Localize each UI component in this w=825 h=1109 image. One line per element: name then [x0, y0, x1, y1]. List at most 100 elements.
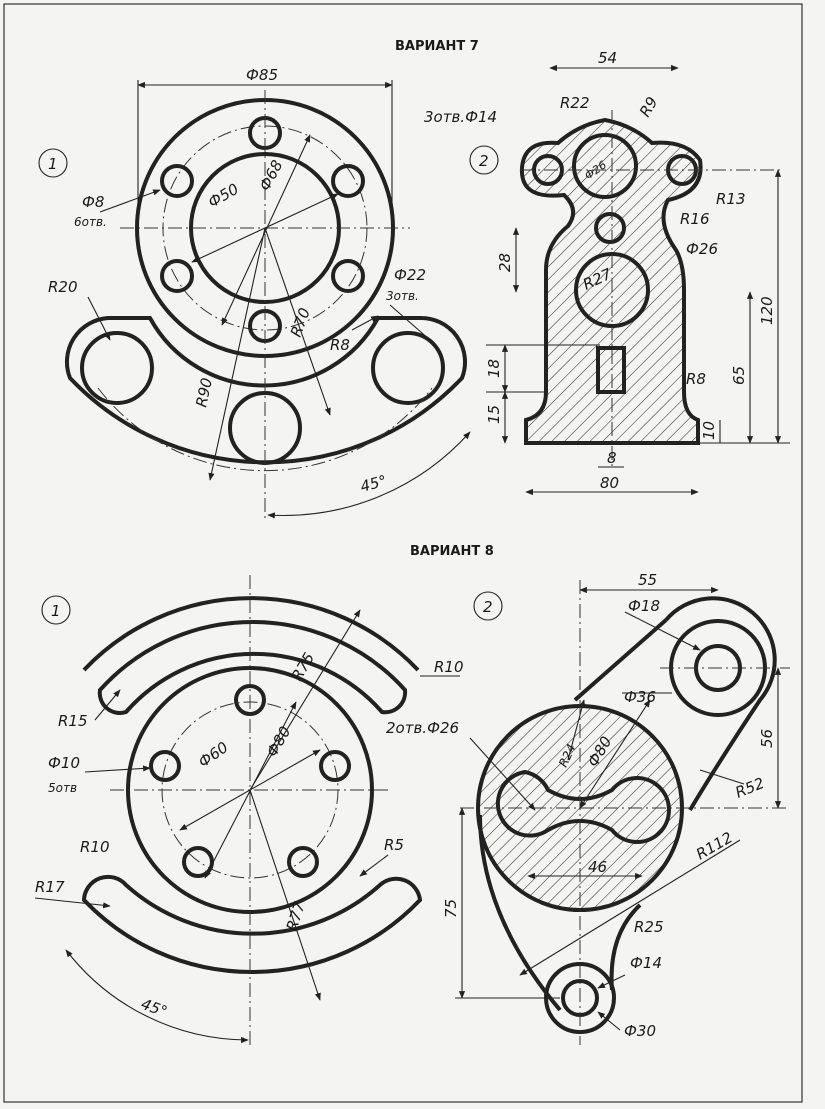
v7-part1-dim — [221, 134, 311, 326]
v8-part2-number-circle — [473, 591, 503, 621]
v8-p1-label: R10 — [80, 838, 110, 856]
v8-part2-dim — [567, 699, 586, 761]
v8-part1-upper-arc-outer — [82, 596, 420, 672]
variant7-title: ВАРИАНТ 7 — [395, 39, 479, 54]
v7-part1-hole — [331, 259, 365, 293]
v8-part1-upper-arc-slot — [97, 620, 408, 715]
v7-part1-number-circle — [38, 148, 68, 178]
v7-p2-label: R13 — [716, 190, 746, 208]
v8-part1-leader — [359, 854, 389, 877]
v7-p2-label: 120 — [758, 296, 776, 325]
v7-p1-label: R70 — [287, 305, 314, 339]
v8-part1-hole — [149, 750, 181, 782]
v7-part2-slot — [596, 346, 626, 394]
v7-part1-hole — [160, 259, 194, 293]
v7-part1-hole — [160, 164, 194, 198]
v7-p2-label: R22 — [560, 94, 590, 112]
v7-part1-base-outline — [64, 315, 468, 465]
v7-p2-label: 65 — [730, 366, 748, 385]
v7-part1-number: 1 — [48, 155, 58, 173]
v7-part1-leader — [389, 304, 431, 341]
v7-p1-label: Ф8 — [82, 193, 104, 211]
v8-part2-leader — [624, 611, 701, 651]
v8-part2-outline — [478, 596, 777, 1012]
v7-p1-label: 6отв. — [74, 215, 107, 229]
v8-p1-label: 5отв — [48, 781, 77, 795]
v8-p1-label: Ф60 — [195, 738, 232, 771]
v8-p1-label: 45° — [139, 995, 170, 1021]
v8-p2-label: Ф30 — [624, 1022, 656, 1040]
v8-p2-label: 2отв.Ф26 — [386, 719, 459, 737]
v8-part1-lower-arc-slot — [81, 874, 423, 974]
v7-p1-label: R20 — [48, 278, 78, 296]
v7-p2-label: Ф26 — [686, 240, 718, 258]
v7-part1-drawing: 1 Ф85 Ф8 6отв. Ф5 — [38, 66, 471, 520]
v7-part2-hole — [594, 212, 626, 244]
v8-part1-dim — [204, 701, 297, 879]
v7-part1-arc-centerline — [97, 387, 433, 472]
v8-p1-label: R15 — [58, 712, 88, 730]
v8-part1-angle-dim — [65, 949, 249, 1044]
v7-part2-number-circle — [469, 145, 499, 175]
v8-part2-leader — [699, 769, 745, 785]
v7-part2-number: 2 — [479, 152, 489, 170]
v8-part2-number: 2 — [483, 598, 493, 616]
v7-p1-label: Ф50 — [205, 180, 242, 212]
v8-p1-label: R10 — [434, 658, 464, 676]
v7-p2-label: R9 — [636, 94, 662, 120]
v8-part2-leader — [469, 737, 536, 811]
v8-part1-leader — [34, 897, 111, 909]
v8-part2-dim — [519, 839, 741, 976]
v7-part2-drawing: 2 54 R22 R9 3отв.Ф14 Ф26 R13 R16 Ф26 28 … — [424, 49, 790, 496]
v8-part1-number: 1 — [51, 602, 61, 620]
v7-part2-hole — [572, 133, 638, 199]
v8-part1-number-circle — [41, 595, 71, 625]
v8-part1-hole — [287, 846, 319, 878]
v7-part1-angle-dim — [267, 431, 471, 519]
v7-p2-label: 18 — [485, 359, 503, 378]
v7-p1-label: 45° — [358, 472, 388, 496]
v7-p1-label: Ф68 — [256, 157, 287, 194]
v7-p2-label: R8 — [686, 370, 706, 388]
v8-p2-label: 46 — [588, 858, 607, 876]
v7-p2-label: 54 — [598, 49, 617, 67]
v7-p1-label: 3отв. — [386, 289, 419, 303]
sheet-border — [3, 3, 803, 1103]
v8-p1-label: Ф10 — [48, 754, 80, 772]
v8-part2-drawing: 2 55 Ф18 Ф36 2отв.Ф26 R24 Ф80 56 R52 46 — [386, 571, 790, 1045]
v7-p1-label: Ф85 — [246, 66, 278, 84]
v8-part1-leader — [84, 765, 151, 773]
v8-p2-label: Ф18 — [628, 597, 660, 615]
v7-part1-hole — [331, 164, 365, 198]
v7-part1-leader — [99, 189, 161, 213]
v8-p2-label: 55 — [638, 571, 657, 589]
v8-p2-label: Ф14 — [630, 954, 662, 972]
v8-part1-hole — [319, 750, 351, 782]
v8-p2-label: R25 — [634, 918, 664, 936]
v7-p2-label: R16 — [680, 210, 710, 228]
v8-p1-label: R17 — [35, 878, 65, 896]
v7-part2-section — [519, 117, 703, 445]
v7-part1-leader — [351, 315, 379, 331]
v7-p2-label: 8 — [607, 449, 617, 467]
v8-part2-leader — [597, 1011, 621, 1031]
v8-part1-leader — [94, 689, 121, 721]
v8-p2-label: 56 — [758, 729, 776, 748]
v8-p1-label: R5 — [384, 836, 404, 854]
v7-part1-leader — [87, 296, 111, 341]
v8-p1-label: Ф80 — [263, 723, 295, 760]
v7-p2-label: 10 — [700, 421, 718, 440]
v7-p2-label: 15 — [485, 405, 503, 424]
v8-p2-label: Ф36 — [624, 688, 656, 706]
v7-p1-label: Ф22 — [394, 266, 426, 284]
v7-p1-label: R8 — [330, 336, 350, 354]
v7-part1-large-hole — [80, 331, 154, 405]
v8-part2-leader — [597, 974, 626, 989]
v7-p1-label: R90 — [192, 376, 216, 409]
variant8-title: ВАРИАНТ 8 — [410, 544, 494, 559]
v7-part1-large-hole — [371, 331, 445, 405]
v8-part1-drawing: 1 R10 R75 R15 Ф60 Ф80 Ф10 5отв R10 R5 R1… — [34, 575, 464, 1045]
v7-p2-label: 80 — [600, 474, 619, 492]
